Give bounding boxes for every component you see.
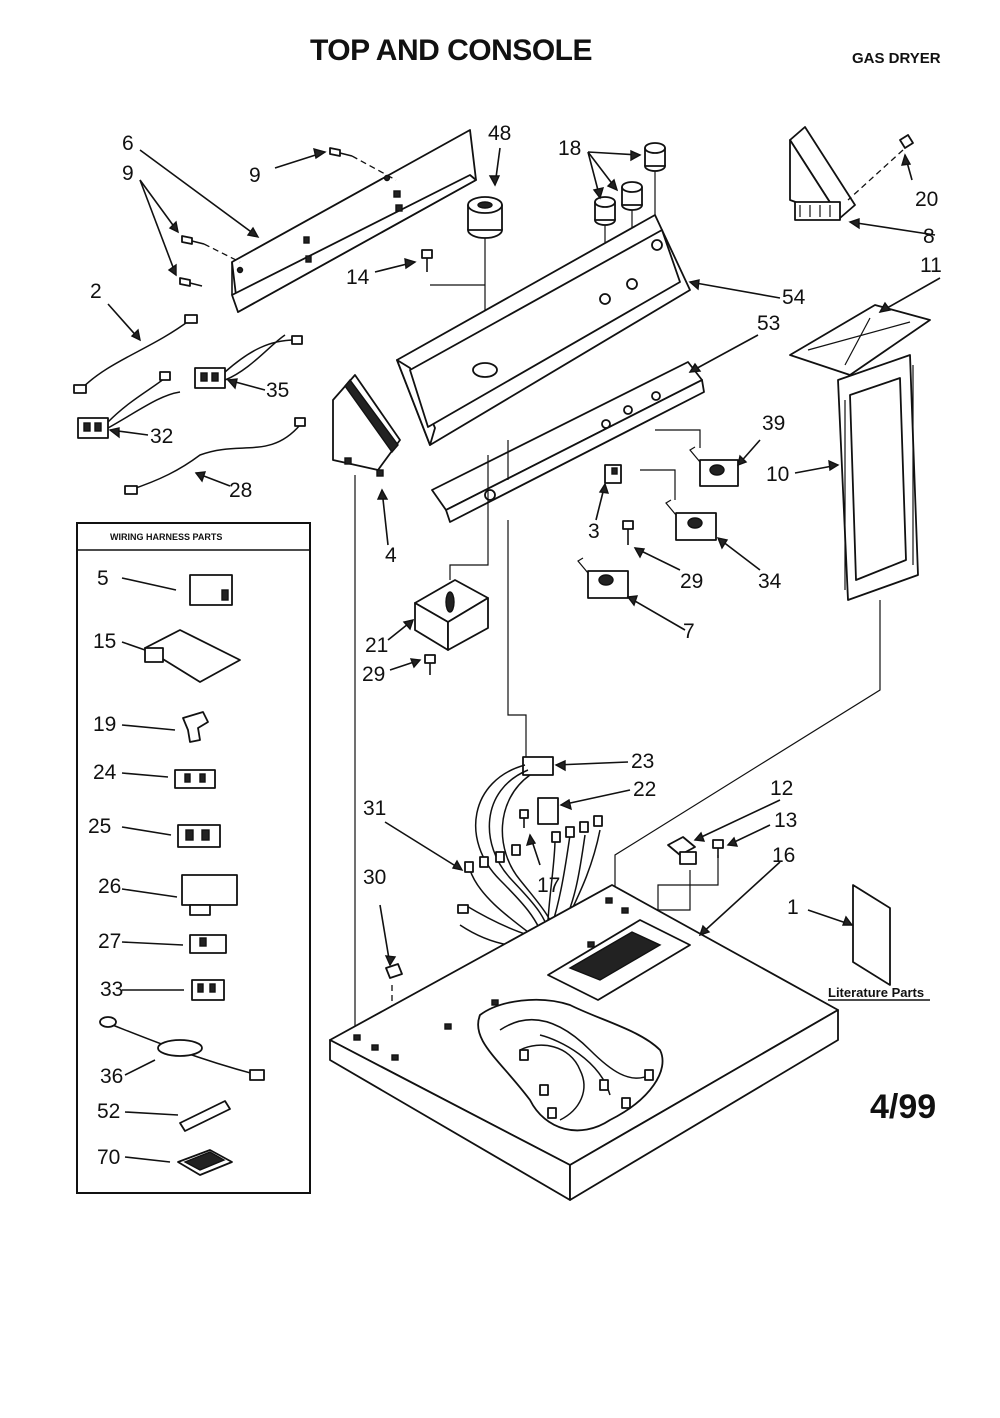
part-14-screw xyxy=(421,249,485,286)
part-39-switch xyxy=(655,429,739,487)
part-34-switch xyxy=(640,469,717,541)
callout-3: 3 xyxy=(588,520,600,543)
callout-34: 34 xyxy=(758,570,782,593)
part-48-timer-knob xyxy=(467,196,503,370)
harness-label-24: 24 xyxy=(93,761,117,784)
wiring-harness-parts-box: WIRING HARNESS PARTS xyxy=(76,522,311,1194)
part-11-end-cover xyxy=(789,304,931,376)
part-1-literature xyxy=(852,884,891,986)
part-16-top-panel xyxy=(329,884,839,1201)
callout-21: 21 xyxy=(365,634,388,657)
callout-29-left: 29 xyxy=(362,663,385,686)
harness-label-70: 70 xyxy=(97,1146,120,1169)
callout-39: 39 xyxy=(762,412,785,435)
callout-1: 1 xyxy=(787,896,799,919)
callout-31: 31 xyxy=(363,797,386,820)
part-35-connector xyxy=(194,334,303,389)
part-9-screws xyxy=(179,147,397,287)
part-28-wire xyxy=(124,417,306,495)
harness-label-19: 19 xyxy=(93,713,116,736)
callout-9-left: 9 xyxy=(122,162,134,185)
callout-8: 8 xyxy=(923,225,935,248)
callout-11: 11 xyxy=(920,254,942,277)
literature-parts-label: Literature Parts xyxy=(828,985,924,1000)
callout-53: 53 xyxy=(757,312,780,335)
part-53-console-rail xyxy=(431,361,705,523)
part-3-clip xyxy=(604,464,622,484)
callout-16: 16 xyxy=(772,844,795,867)
part-13-screw xyxy=(712,839,724,858)
callout-32: 32 xyxy=(150,425,173,448)
part-6-console-bracket xyxy=(231,129,477,313)
part-32-connector xyxy=(77,371,181,439)
part-7-switch xyxy=(577,557,629,599)
part-18-control-knobs xyxy=(594,142,666,295)
harness-label-25: 25 xyxy=(88,815,111,838)
callout-2: 2 xyxy=(90,280,102,303)
part-4-console-end xyxy=(332,374,401,477)
callout-23: 23 xyxy=(631,750,654,773)
callout-4: 4 xyxy=(385,544,397,567)
callout-54: 54 xyxy=(782,286,806,309)
callout-10: 10 xyxy=(766,463,789,486)
callout-22: 22 xyxy=(633,778,656,801)
callout-12: 12 xyxy=(770,777,793,800)
harness-label-15: 15 xyxy=(93,630,116,653)
callout-29-right: 29 xyxy=(680,570,703,593)
part-12-clip xyxy=(667,836,697,865)
part-8-end-cap xyxy=(789,126,914,221)
callout-30: 30 xyxy=(363,866,386,889)
part-21-timer xyxy=(414,455,489,675)
callout-20: 20 xyxy=(915,188,938,211)
harness-label-52: 52 xyxy=(97,1100,120,1123)
harness-label-27: 27 xyxy=(98,930,121,953)
callout-9-top: 9 xyxy=(249,164,261,187)
harness-label-33: 33 xyxy=(100,978,123,1001)
part-10-side-panel xyxy=(837,354,919,601)
part-2-wire xyxy=(73,314,198,394)
part-29-screw-a xyxy=(622,520,634,545)
date-code: 4/99 xyxy=(870,1088,936,1126)
part-54-control-panel xyxy=(396,214,691,446)
callout-6: 6 xyxy=(122,132,134,155)
callout-13: 13 xyxy=(774,809,797,832)
page-subtitle: GAS DRYER xyxy=(852,50,941,67)
harness-label-36: 36 xyxy=(100,1065,123,1088)
harness-label-5: 5 xyxy=(97,567,109,590)
part-30-clip xyxy=(385,963,403,979)
callout-14: 14 xyxy=(346,266,370,289)
callout-leaders xyxy=(107,147,941,967)
harness-label-26: 26 xyxy=(98,875,121,898)
callout-48: 48 xyxy=(488,122,511,145)
callout-18: 18 xyxy=(558,137,581,160)
callout-numbers: 6 9 9 48 18 20 8 14 2 11 54 35 53 32 39 … xyxy=(90,122,942,919)
callout-17: 17 xyxy=(537,874,560,897)
callout-7: 7 xyxy=(683,620,695,643)
callout-28: 28 xyxy=(229,479,252,502)
page-title: TOP AND CONSOLE xyxy=(310,34,592,67)
harness-box-title: WIRING HARNESS PARTS xyxy=(110,532,222,542)
callout-35: 35 xyxy=(266,379,289,402)
